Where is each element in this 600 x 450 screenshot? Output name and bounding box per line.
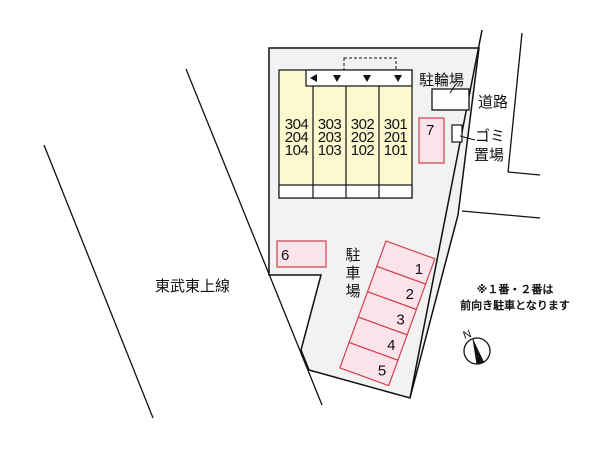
note-line-1: ※１番・２番は — [476, 283, 554, 296]
parking-space-6: 6 — [276, 240, 327, 268]
railway-line-west — [43, 144, 154, 419]
unit-label: 102 — [350, 142, 375, 159]
railway-label: 東武東上線 — [155, 277, 231, 295]
svg-text:7: 7 — [426, 122, 434, 139]
note-line-2: 前向き駐車となります — [460, 299, 570, 312]
unit-label: 204 — [284, 129, 309, 146]
entrance-arrow-icon — [310, 74, 317, 82]
road-edge-east — [507, 32, 523, 173]
unit-label: 304 — [284, 116, 309, 133]
parking-note: ※１番・２番は 前向き駐車となります — [440, 282, 590, 314]
unit-column-302: 302 202 102 — [346, 116, 379, 159]
svg-text:N: N — [462, 328, 474, 342]
svg-text:3: 3 — [396, 312, 404, 329]
railway-line-east — [185, 68, 323, 406]
unit-label: 104 — [284, 142, 309, 159]
unit-label: 301 — [383, 116, 408, 133]
bicycle-parking-area — [431, 88, 470, 111]
road-corner-south — [461, 210, 541, 219]
garbage-label-line1: ゴミ — [475, 127, 506, 145]
entrance-arrow-icon — [394, 75, 402, 82]
unit-label: 103 — [317, 142, 342, 159]
road-edge-west — [409, 29, 483, 399]
leader-line — [449, 83, 457, 94]
parking-space-5: 5 — [339, 341, 399, 387]
north-compass-icon: N — [462, 328, 491, 365]
apartment-building — [278, 57, 413, 199]
parking-label-char: 駐 — [345, 246, 361, 264]
unit-label: 303 — [317, 116, 342, 133]
unit-label: 101 — [383, 142, 408, 159]
svg-text:5: 5 — [378, 362, 386, 379]
leader-line — [459, 135, 476, 141]
unit-label: 203 — [317, 129, 342, 146]
parking-strip: 1 2 3 4 5 — [339, 240, 436, 387]
unit-label: 302 — [350, 116, 375, 133]
parking-label-char: 場 — [345, 282, 361, 300]
parking-space-7: 7 — [418, 117, 445, 164]
svg-text:2: 2 — [406, 286, 414, 303]
garbage-area — [451, 124, 463, 143]
parking-label-char: 車 — [345, 264, 361, 282]
unit-label: 201 — [383, 129, 408, 146]
unit-column-304: 304 204 104 — [280, 116, 313, 159]
unit-column-301: 301 201 101 — [379, 116, 412, 159]
unit-label: 202 — [350, 129, 375, 146]
bicycle-parking-label: 駐輪場 — [419, 71, 465, 89]
svg-text:1: 1 — [415, 261, 423, 278]
parking-label: 駐 車 場 — [345, 246, 361, 300]
svg-text:4: 4 — [387, 337, 395, 354]
road-corner-north — [507, 171, 541, 176]
garbage-label-line2: 置場 — [474, 146, 505, 164]
road-label: 道路 — [478, 93, 509, 111]
entrance-arrow-icon — [333, 75, 341, 82]
unit-column-303: 303 203 103 — [313, 116, 346, 159]
entrance-arrow-icon — [363, 75, 371, 82]
svg-text:6: 6 — [281, 247, 289, 264]
stair-dashed-outline — [343, 57, 397, 71]
